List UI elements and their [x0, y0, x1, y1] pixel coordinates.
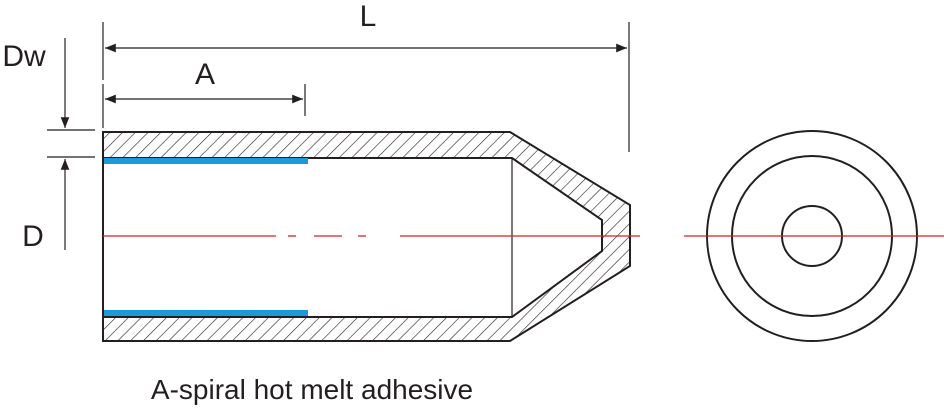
dimension-Dw-label: Dw: [2, 40, 46, 73]
end-view: [684, 130, 944, 342]
dimension-A: A: [102, 58, 306, 128]
side-section-view: [102, 131, 640, 342]
dimension-L: L: [102, 0, 630, 152]
dimension-D-label: D: [22, 220, 44, 253]
dimension-L-label: L: [360, 0, 377, 33]
dimension-A-label: A: [195, 58, 215, 91]
caption-text: A-spiral hot melt adhesive: [151, 374, 473, 405]
dimension-D: D: [22, 182, 66, 253]
dimension-Dw: Dw: [2, 38, 95, 182]
